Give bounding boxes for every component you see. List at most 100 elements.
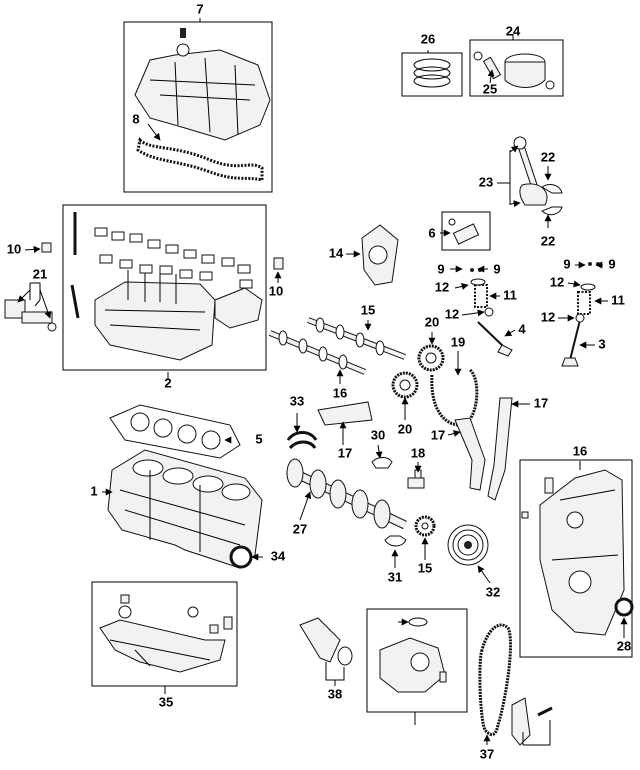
callout-29-lower: 31 [388,569,402,584]
callout-9-c: 9 [563,256,570,271]
oil-pan [99,594,233,673]
rod-bearing-upper [541,184,563,194]
crank-sprocket [414,515,436,537]
valve-cover-gasket [136,136,264,182]
crank-pulley [447,524,489,566]
callout-20-upper: 20 [425,314,439,329]
rocker-arms [94,227,253,289]
callout-14-lower: 16 [333,385,347,400]
sensor-10-right [273,257,284,270]
callout-8: 8 [132,111,139,126]
callout-3: 3 [598,336,605,351]
callout-18: 18 [411,445,425,460]
callout-25: 25 [483,81,497,96]
oil-pump-group-box [366,608,468,713]
callout-19: 19 [451,334,465,349]
callout-11-b: 11 [611,292,625,307]
timing-cover-group-box [519,459,633,658]
valve-exhaust [561,319,581,367]
thrust-washers [286,431,318,450]
piston-rings-box [401,52,463,97]
callout-26: 26 [421,31,435,46]
callout-labels: 7 8 2 10 10 21 5 1 34 35 26 24 25 23 22 … [7,1,631,761]
head-gasket [109,404,241,459]
chain-guide-upper [317,401,373,426]
sensor-10-left [41,242,52,253]
valve-cover-group-box [123,21,273,193]
oil-pump-o-ring [408,617,428,627]
piston-group-box [469,39,564,97]
callout-32: 34 [271,548,286,563]
piston-oil-jet [448,218,480,245]
main-bearing-upper [371,457,393,469]
callout-11-a: 11 [503,287,517,302]
callout-10-left: 10 [7,241,21,256]
leader-lines [17,18,628,746]
callout-20-lower: 20 [398,421,412,436]
callout-22-upper: 22 [541,149,555,164]
valve-intake [477,321,513,357]
cylinder-head [70,212,263,361]
callout-1: 1 [90,483,97,498]
callout-2: 2 [164,375,171,390]
callout-17-right: 17 [534,395,548,410]
main-bearing-lower [384,535,407,547]
spring-retainer-right [580,283,596,291]
oil-strainer [299,617,353,666]
callout-12-d: 12 [541,309,555,324]
intake-camshaft [306,317,407,360]
rear-main-seal [229,545,253,569]
chain-guide-right [487,397,513,501]
callout-29-upper: 30 [371,427,385,442]
oil-pump-chain-tensioner [511,697,553,746]
crank-position-sensor [407,469,425,489]
callout-10-right: 10 [269,283,283,298]
callout-13: 14 [329,245,344,260]
vtc-actuator-lower [391,371,419,399]
oil-jet-box [441,211,491,251]
cam-end-cover [361,224,399,286]
callout-35: 38 [328,686,342,701]
callout-23: 23 [479,174,493,189]
callout-34: 37 [480,746,494,761]
rod-bearing-lower [541,206,563,216]
vtc-actuator-upper [417,344,445,372]
vvt-solenoid [4,299,57,332]
callout-28: 28 [617,638,631,653]
front-crank-seal [614,597,634,617]
exhaust-camshaft [268,330,367,375]
callout-5: 5 [255,431,262,446]
callout-15: 15 [418,560,432,575]
callout-7: 7 [196,1,203,16]
callout-17-middle: 17 [431,427,445,442]
callout-12-c: 12 [445,306,459,321]
callout-9-b: 9 [493,261,500,276]
callout-33: 35 [159,694,173,709]
callout-27: 27 [293,521,307,536]
callout-31: 32 [486,584,500,599]
valve-cover [134,28,271,141]
callout-12-b: 12 [550,274,564,289]
valve-spring-left [474,284,488,308]
spring-retainer-left [470,278,486,286]
callout-30: 33 [290,393,304,408]
piston [473,51,555,90]
piston-rings [413,58,451,88]
callout-9-d: 9 [608,256,615,271]
callout-22-lower: 22 [541,233,555,248]
callout-24: 24 [506,23,521,38]
callout-12-a: 12 [435,279,449,294]
valve-seal-right [575,313,585,323]
timing-cover [521,469,625,636]
callout-4: 4 [518,321,526,336]
callout-9-a: 9 [437,261,444,276]
callout-17-left: 17 [338,445,352,460]
oil-pump [379,637,447,693]
oil-pump-chain [478,623,513,737]
callout-6: 6 [428,225,435,240]
engine-block [107,449,263,569]
crankshaft [286,458,407,530]
chain-tensioner-arm [454,417,486,491]
valve-spring-right [577,291,591,315]
